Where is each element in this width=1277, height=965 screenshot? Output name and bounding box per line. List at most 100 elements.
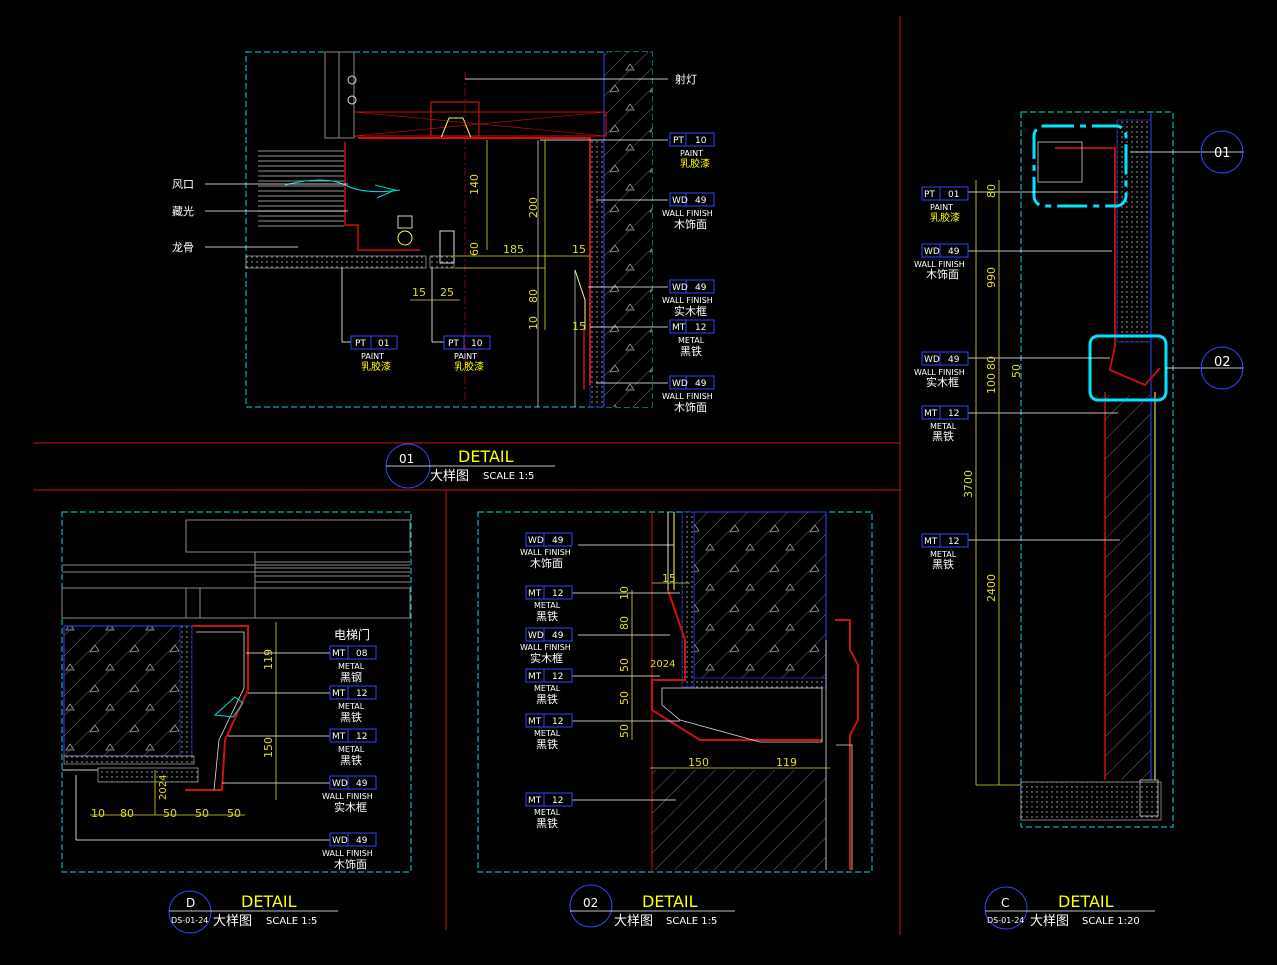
view-c-callout-02: 02 (1166, 346, 1244, 390)
svg-text:01: 01 (1214, 146, 1231, 161)
svg-text:08: 08 (356, 649, 368, 659)
dim-v01-60: 60 (468, 242, 481, 256)
svg-text:MT: MT (528, 589, 542, 599)
svg-text:12: 12 (552, 717, 563, 727)
svg-text:METAL: METAL (678, 336, 705, 345)
view-c-callout-box-01 (1032, 124, 1128, 208)
view-d-wall-hatch (63, 625, 191, 757)
svg-text:MT: MT (924, 409, 938, 419)
view-c-elevation: 01 02 80 990 100 80 50 3700 (914, 111, 1244, 930)
view-01-label-spotlight: 射灯 (675, 72, 697, 86)
dim-v02-10: 10 (618, 586, 631, 600)
view-d-sheet-ref: DS-01-24 (171, 916, 208, 925)
view-c-frame (1020, 111, 1174, 828)
view-01-tag-2: WD 49 WALL FINISH 木饰面 (662, 192, 715, 231)
svg-text:METAL: METAL (930, 550, 957, 559)
svg-text:PAINT: PAINT (930, 203, 953, 212)
view-d-tag-3: MT 12 METAL 黑铁 (329, 728, 377, 767)
dim-v02-50a: 50 (618, 658, 631, 672)
svg-text:WD: WD (332, 779, 348, 789)
view-c-tag-4: MT 12 METAL 黑铁 (921, 405, 969, 443)
dim-vd-50b: 50 (195, 807, 209, 820)
svg-text:12: 12 (356, 689, 367, 699)
view-02-subtitle: 大样图 (614, 914, 653, 929)
view-01-label-coveLight: 藏光 (172, 204, 194, 218)
svg-text:WALL FINISH: WALL FINISH (662, 209, 713, 218)
svg-text:PT: PT (355, 339, 366, 349)
dim-v02-150: 150 (688, 756, 709, 769)
svg-text:WALL FINISH: WALL FINISH (662, 296, 713, 305)
view-02-title: DETAIL (642, 892, 698, 911)
svg-text:49: 49 (948, 355, 960, 365)
dim-vc-2400: 2400 (985, 574, 998, 602)
svg-text:METAL: METAL (534, 601, 561, 610)
svg-text:乳胶漆: 乳胶漆 (361, 360, 391, 373)
dim-v01-185: 185 (503, 243, 524, 256)
svg-text:MT: MT (528, 717, 542, 727)
dim-v02-50c: 50 (618, 724, 631, 738)
view-d-subtitle: 大样图 (213, 914, 252, 929)
svg-text:MT: MT (332, 649, 346, 659)
svg-text:黑铁: 黑铁 (536, 693, 558, 706)
svg-text:黑铁: 黑铁 (680, 345, 702, 358)
svg-text:黑铁: 黑铁 (932, 558, 954, 571)
svg-text:WALL FINISH: WALL FINISH (322, 849, 373, 858)
dim-v02-2024: 2024 (650, 659, 675, 670)
view-01-wall-hatch (604, 52, 652, 407)
view-02-title-number: 02 (583, 896, 598, 910)
view-02-title-block: 02 DETAIL 大样图 SCALE 1:5 (569, 884, 735, 929)
view-c-tag-3: WD 49 WALL FINISH 实木框 (914, 351, 969, 389)
svg-text:WALL FINISH: WALL FINISH (914, 368, 965, 377)
svg-text:01: 01 (948, 190, 959, 200)
svg-text:49: 49 (695, 379, 707, 389)
view-01-tag-4: MT 12 METAL 黑铁 (669, 319, 715, 358)
view-d-title-block: D DS-01-24 DETAIL 大样图 SCALE 1:5 (168, 890, 338, 934)
dim-vc-3700: 3700 (962, 470, 975, 498)
svg-text:METAL: METAL (338, 662, 365, 671)
svg-text:MT: MT (924, 537, 938, 547)
dim-v02-15: 15 (662, 572, 676, 585)
view-c-sheet-ref: DS-01-24 (987, 916, 1024, 925)
view-01-tag-3: WD 49 WALL FINISH 实木框 (662, 279, 715, 318)
svg-text:MT: MT (672, 323, 686, 333)
svg-text:49: 49 (356, 836, 368, 846)
svg-text:METAL: METAL (534, 729, 561, 738)
svg-text:WD: WD (528, 536, 544, 546)
svg-text:METAL: METAL (534, 808, 561, 817)
svg-text:49: 49 (695, 196, 707, 206)
view-02-tag-2: MT 12 METAL 黑铁 (525, 585, 573, 623)
dim-vc-990: 990 (985, 267, 998, 288)
svg-text:木饰面: 木饰面 (530, 556, 563, 570)
view-01-title-number: 01 (399, 452, 414, 466)
view-01-title: DETAIL (458, 447, 514, 466)
svg-text:乳胶漆: 乳胶漆 (680, 157, 710, 170)
svg-text:黑铁: 黑铁 (340, 754, 362, 767)
svg-text:WD: WD (672, 196, 688, 206)
view-d-detail: 电梯门 119 150 10 80 50 50 50 2024 MT 08 ME… (61, 511, 412, 934)
svg-text:MT: MT (528, 672, 542, 682)
svg-text:黑铁: 黑铁 (536, 738, 558, 751)
svg-text:01: 01 (378, 339, 389, 349)
view-01-title-block: 01 DETAIL 大样图 SCALE 1:5 (385, 443, 555, 489)
dim-vc-50: 50 (1010, 364, 1023, 378)
dim-v02-50b: 50 (618, 691, 631, 705)
svg-text:黑铁: 黑铁 (932, 430, 954, 443)
view-d-title-number: D (186, 896, 195, 910)
svg-text:实木框: 实木框 (674, 304, 707, 318)
dim-vd-50a: 50 (163, 807, 177, 820)
svg-text:MT: MT (528, 796, 542, 806)
svg-text:METAL: METAL (930, 422, 957, 431)
svg-text:木饰面: 木饰面 (926, 267, 959, 281)
dim-vd-119: 119 (262, 649, 275, 670)
dim-v01-15b: 15 (572, 320, 586, 333)
view-d-label-elevator-door: 电梯门 (334, 627, 370, 642)
view-01-detail: 风口 藏光 龙骨 射灯 140 200 60 185 15 80 10 15 1… (172, 51, 715, 489)
view-d-scale: SCALE 1:5 (266, 916, 317, 927)
svg-text:49: 49 (356, 779, 368, 789)
view-d-tag-1: MT 08 METAL 黑钢 (329, 645, 377, 684)
svg-text:WD: WD (528, 631, 544, 641)
view-02-tag-3: WD 49 WALL FINISH 实木框 (520, 627, 573, 665)
view-01-bottom-tag-1: PT 01 PAINT 乳胶漆 (350, 335, 398, 373)
view-c-callout-box-02 (1088, 334, 1168, 402)
